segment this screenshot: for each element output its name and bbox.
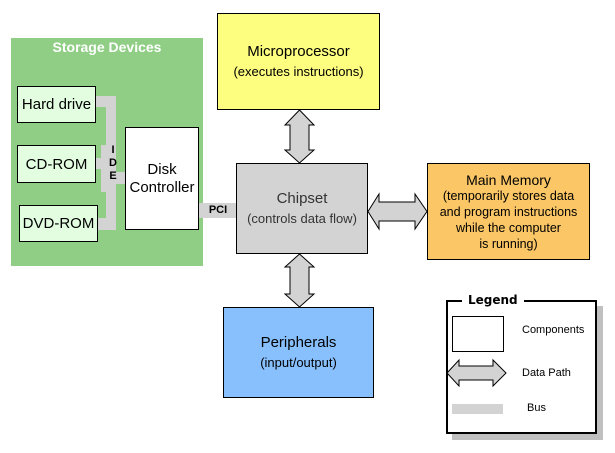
chipset-title: Chipset: [276, 189, 328, 207]
main-memory-subtitle-line2: and program instructions: [439, 204, 578, 219]
storage-devices-title: Storage Devices: [52, 39, 162, 55]
disk-controller-line2: Controller: [129, 178, 195, 196]
pci-bus: [199, 203, 237, 218]
chipset-subtitle: (controls data flow): [247, 210, 357, 226]
peripherals-title: Peripherals: [260, 333, 337, 351]
legend-bus-symbol: [452, 404, 503, 414]
peripherals-box: Peripherals (input/output): [223, 307, 374, 398]
ide-bus-label-area: [101, 145, 116, 192]
ide-letter-i: I: [111, 144, 115, 156]
data-path-arrow-cpu-chipset: [283, 109, 316, 164]
main-memory-box: Main Memory (temporarily stores data and…: [427, 163, 590, 260]
legend-data-path-label: Data Path: [522, 367, 571, 379]
legend-component-symbol: [452, 316, 504, 352]
microprocessor-subtitle: (executes instructions): [233, 63, 364, 79]
cd-rom-label: CD-ROM: [25, 155, 88, 173]
data-path-arrow-chipset-memory: [367, 192, 428, 231]
ide-bus-hard-drive-stub: [95, 96, 116, 107]
ide-letter-e: E: [109, 170, 117, 182]
data-path-arrow-chipset-peripherals: [283, 253, 316, 308]
main-memory-subtitle-line3: while the computer: [456, 220, 561, 235]
disk-controller-line1: Disk: [147, 160, 177, 178]
hard-drive-label: Hard drive: [21, 96, 92, 113]
main-memory-title: Main Memory: [466, 171, 551, 188]
ide-letter-d: D: [109, 157, 117, 169]
microprocessor-title: Microprocessor: [247, 42, 350, 60]
legend-double-arrow-icon: [446, 358, 507, 388]
cd-rom-box: CD-ROM: [17, 145, 96, 183]
legend-title: Legend: [462, 292, 524, 308]
chipset-box: Chipset (controls data flow): [236, 163, 368, 254]
microprocessor-box: Microprocessor (executes instructions): [217, 13, 380, 110]
ide-bus-label: I D E: [106, 144, 120, 183]
disk-controller-box: Disk Controller: [125, 127, 199, 230]
dvd-rom-label: DVD-ROM: [22, 215, 95, 232]
legend-components-label: Components: [522, 324, 585, 336]
ide-bus-cdrom-stub: [95, 158, 107, 169]
legend-data-path-symbol: [446, 358, 507, 388]
dvd-rom-box: DVD-ROM: [19, 205, 98, 242]
ide-bus-dvdrom-stub: [97, 218, 109, 230]
peripherals-subtitle: (input/output): [260, 354, 337, 370]
main-memory-subtitle-line4: is running): [479, 236, 538, 251]
hard-drive-box: Hard drive: [17, 86, 96, 123]
ide-bus-controller-stub: [115, 172, 126, 184]
pci-bus-label: PCI: [208, 204, 228, 216]
legend-bus-label: Bus: [527, 402, 546, 414]
main-memory-subtitle-line1: (temporarily stores data: [442, 188, 575, 203]
